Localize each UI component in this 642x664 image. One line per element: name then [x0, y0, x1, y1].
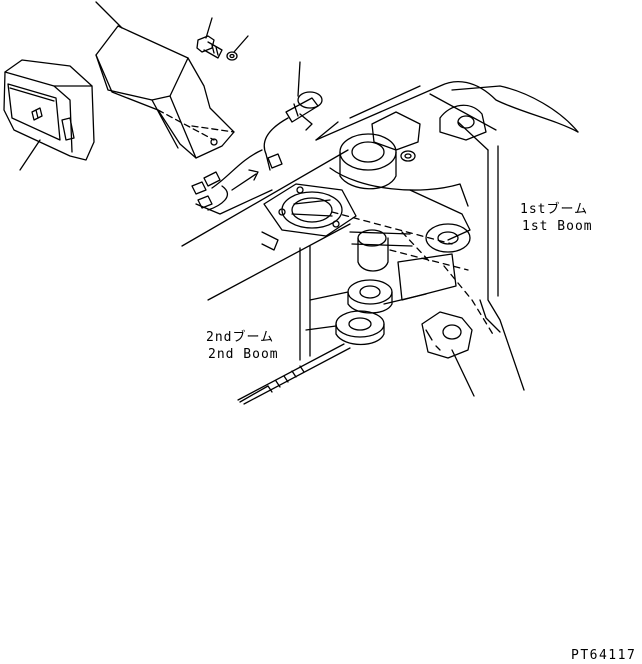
- hidden-lines: [332, 212, 494, 336]
- first-boom-label-jp: 1stブーム: [520, 202, 589, 217]
- first-boom-label-en: 1st Boom: [522, 219, 593, 234]
- cylinder-link: [306, 168, 470, 345]
- washer: [227, 52, 237, 60]
- lamp-guard: [96, 26, 234, 158]
- drawing-number: PT64117: [571, 648, 637, 663]
- boom-pin-boss: [340, 105, 486, 188]
- second-boom: [182, 150, 350, 404]
- second-boom-label-jp: 2ndブーム: [206, 330, 275, 345]
- direction-arrow: [232, 170, 258, 190]
- leader-lines: [20, 2, 474, 396]
- lower-bracket: [422, 300, 500, 358]
- second-boom-label-en: 2nd Boom: [208, 347, 279, 362]
- bolt: [197, 36, 222, 58]
- mounting-plate: [262, 184, 356, 250]
- work-lamp: [4, 60, 94, 160]
- first-boom: [316, 82, 578, 390]
- wire-harness: [192, 118, 288, 214]
- grommet: [286, 92, 322, 130]
